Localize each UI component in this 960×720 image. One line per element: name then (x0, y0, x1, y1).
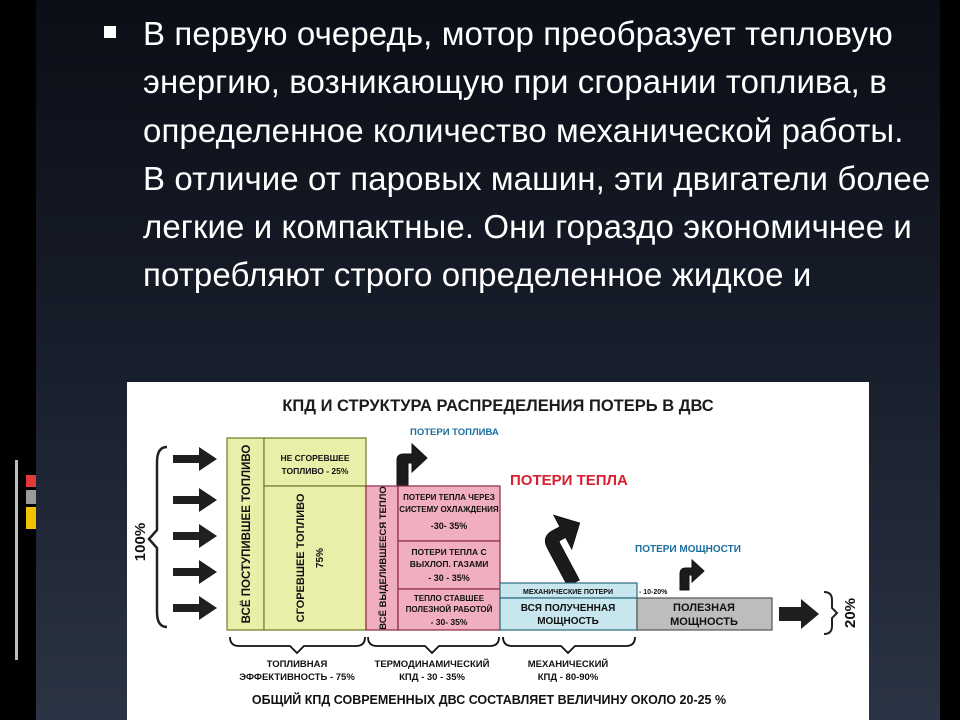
power-loss-arrow (679, 558, 705, 591)
mech-loss-label: МЕХАНИЧЕСКИЕ ПОТЕРИ (523, 589, 613, 596)
heat-loss-label: ПОТЕРИ ТЕПЛА (510, 472, 628, 489)
input-bracket (147, 445, 168, 629)
exhaust-loss-block (397, 540, 501, 590)
output-arrow (779, 599, 819, 629)
useful-heat-block (397, 588, 501, 631)
useful-power-block (636, 597, 773, 631)
thermo-efficiency-label-2: КПД - 30 - 35% (399, 672, 465, 683)
mech-efficiency-label-1: МЕХАНИЧЕСКИЙ (528, 658, 609, 670)
useful-heat-percent: - 30- 35% (431, 617, 468, 627)
fuel-efficiency-label-2: ЭФФЕКТИВНОСТЬ - 75% (239, 672, 355, 683)
fuel-total-label: ВСЁ ПОСТУПИВШЕЕ ТОПЛИВО (240, 445, 253, 624)
bullet-marker (104, 26, 116, 38)
input-arrow (173, 447, 217, 471)
cooling-label-2: СИСТЕМУ ОХЛАЖДЕНИЯ (399, 505, 499, 514)
left-dark-strip (0, 0, 36, 720)
output-bracket (823, 591, 839, 635)
heat-block-total (365, 485, 399, 631)
deco-line (15, 460, 18, 660)
right-dark-strip (940, 0, 960, 720)
input-arrows (173, 447, 217, 620)
useful-power-label-1: ПОЛЕЗНАЯ (673, 602, 735, 614)
not-burned-label-1: НЕ СГОРЕВШЕЕ (281, 453, 350, 463)
fuel-loss-label: ПОТЕРИ ТОПЛИВА (410, 427, 499, 438)
fuel-column: ВСЁ ПОСТУПИВШЕЕ ТОПЛИВО НЕ СГОРЕВШЕЕ ТОП… (226, 437, 367, 631)
output-percent: 20% (842, 598, 859, 628)
exhaust-label-2: ВЫХЛОП. ГАЗАМИ (410, 559, 489, 569)
input-percent: 100% (132, 523, 149, 561)
burned-label: СГОРЕВШЕЕ ТОПЛИВО (295, 493, 307, 622)
overall-efficiency-footer: ОБЩИЙ КПД СОВРЕМЕННЫХ ДВС СОСТАВЛЯЕТ ВЕЛ… (252, 692, 726, 707)
cooling-label-1: ПОТЕРИ ТЕПЛА ЧЕРЕЗ (403, 493, 495, 502)
received-power-label-1: ВСЯ ПОЛУЧЕННАЯ (521, 603, 616, 614)
useful-power-label-2: МОЩНОСТЬ (670, 616, 738, 628)
fuel-loss-arrow (396, 442, 428, 488)
not-burned-label-2: ТОПЛИВО - 25% (282, 466, 349, 476)
received-power-block (499, 597, 638, 631)
diagram-title: КПД И СТРУКТУРА РАСПРЕДЕЛЕНИЯ ПОТЕРЬ В Д… (282, 397, 713, 415)
brace-thermo-efficiency (367, 636, 500, 655)
not-burned-block (263, 437, 367, 487)
mech-efficiency-label-2: КПД - 80-90% (538, 672, 599, 683)
exhaust-label-1: ПОТЕРИ ТЕПЛА С (411, 547, 486, 557)
thermo-efficiency-label-1: ТЕРМОДИНАМИЧЕСКИЙ (375, 658, 490, 670)
fuel-efficiency-label-1: ТОПЛИВНАЯ (267, 659, 328, 670)
received-power-label-2: МОЩНОСТЬ (537, 616, 599, 627)
mechanical-column: МЕХАНИЧЕСКИЕ ПОТЕРИ - 10-20% ВСЯ ПОЛУЧЕН… (499, 582, 668, 631)
heat-total-label: ВСЁ ВЫДЕЛИВШЕЕСЯ ТЕПЛО (378, 486, 389, 630)
deco-block-gray (26, 490, 36, 504)
brace-mech-efficiency (502, 636, 636, 655)
useful-heat-label-2: ПОЛЕЗНОЙ РАБОТОЙ (406, 605, 493, 614)
efficiency-diagram: КПД И СТРУКТУРА РАСПРЕДЕЛЕНИЯ ПОТЕРЬ В Д… (127, 382, 869, 720)
deco-block-yellow (26, 507, 36, 529)
heat-loss-arrow (544, 514, 581, 587)
burned-percent: 75% (315, 548, 326, 568)
deco-block-red (26, 475, 36, 487)
fuel-block-total (226, 437, 265, 631)
cooling-percent: -30- 35% (431, 521, 468, 531)
heat-column: ВСЁ ВЫДЕЛИВШЕЕСЯ ТЕПЛО ПОТЕРИ ТЕПЛА ЧЕРЕ… (365, 485, 501, 631)
input-arrow (173, 596, 217, 620)
mech-loss-percent: - 10-20% (639, 589, 668, 596)
useful-heat-label-1: ТЕПЛО СТАВШЕЕ (414, 594, 485, 603)
exhaust-percent: - 30 - 35% (428, 573, 470, 583)
input-arrow (173, 524, 217, 548)
brace-fuel-efficiency (229, 636, 366, 655)
input-arrow (173, 488, 217, 512)
input-arrow (173, 560, 217, 584)
power-loss-label: ПОТЕРИ МОЩНОСТИ (635, 544, 741, 555)
slide-body-text: В первую очередь, мотор преобразует тепл… (143, 15, 931, 294)
